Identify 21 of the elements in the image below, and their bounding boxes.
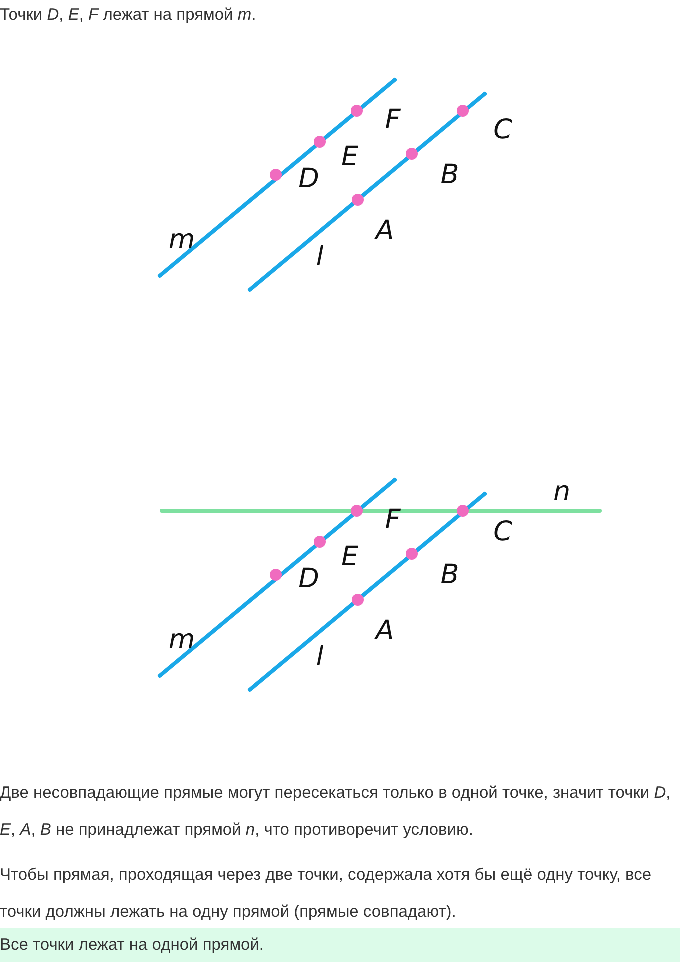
line-label: l: [316, 244, 324, 270]
point-label: E: [341, 144, 359, 170]
paragraph: Чтобы прямая, проходящая через две точки, содержала хотя бы ещё одну точку, все точки должны лежать на одну прямой (прямые совпадают).: [0, 865, 653, 923]
point-label: F: [385, 506, 401, 534]
point-label: C: [494, 518, 512, 546]
paragraph: Две несовпадающие прямые могут пересекаться только в одной точке, значит точки D, E, A, B не принадлежат прямой n, что противоречит условию.: [0, 783, 672, 841]
statement-text: Точки D, E, F лежат на прямой m.: [0, 6, 258, 25]
line-label: l: [316, 644, 324, 670]
line-label: m: [168, 626, 196, 654]
line-label: n: [553, 478, 571, 506]
point-label: C: [494, 116, 512, 144]
point-label: B: [440, 562, 460, 588]
point-label: D: [298, 566, 320, 592]
line-label: m: [168, 226, 196, 254]
point-label: A: [376, 218, 394, 244]
answer-banner: Все точки лежат на одной прямой.: [0, 928, 680, 962]
point-label: F: [385, 106, 401, 134]
point-label: D: [298, 166, 320, 192]
point-label: E: [341, 544, 359, 570]
point-label: A: [376, 618, 394, 644]
point-label: B: [440, 162, 460, 188]
